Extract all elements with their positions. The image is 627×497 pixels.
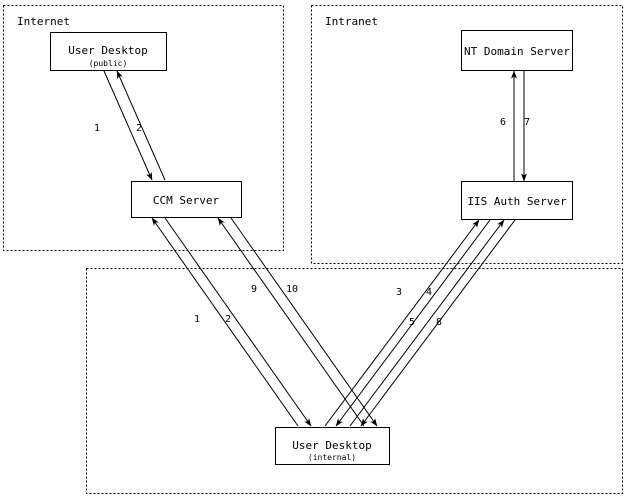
zone-intranet-label: Intranet <box>325 15 378 28</box>
flow-group-iis-internal-58 <box>349 219 516 427</box>
node-iis-auth-server[interactable]: IIS Auth Server <box>461 181 573 220</box>
flow-label-2-internal: 2 <box>225 314 231 325</box>
zone-internet-rect <box>3 5 284 251</box>
node-user-desktop-internal-subtitle: (internal) <box>308 453 356 462</box>
flow-label-7: 7 <box>524 117 530 128</box>
flow-label-10: 10 <box>286 284 298 295</box>
flow-line-1-internal <box>151 217 299 427</box>
flow-line-10 <box>230 217 378 427</box>
flow-label-2-public: 2 <box>136 123 142 134</box>
node-user-desktop-internal-title: User Desktop <box>292 439 371 452</box>
zone-internet-label: Internet <box>17 15 70 28</box>
flow-group-public-ccm <box>103 70 166 181</box>
flow-labels: 1 2 6 7 1 2 9 10 3 4 5 8 <box>94 117 530 328</box>
flow-line-4 <box>335 219 491 427</box>
node-nt-domain-server[interactable]: NT Domain Server <box>461 30 573 71</box>
flow-group-iis-nt <box>511 70 527 182</box>
node-ccm-server-title: CCM Server <box>153 194 220 207</box>
flow-group-iis-internal-34 <box>324 219 491 427</box>
flow-line-8 <box>360 219 516 427</box>
zone-internal <box>86 268 623 494</box>
node-user-desktop-public-title: User Desktop <box>68 44 147 57</box>
flow-label-6: 6 <box>500 117 506 128</box>
node-nt-domain-server-rect[interactable] <box>461 30 573 71</box>
flow-label-8: 8 <box>436 317 442 328</box>
flow-label-9: 9 <box>251 284 257 295</box>
node-ccm-server[interactable]: CCM Server <box>131 181 242 218</box>
flow-line-1-public <box>103 70 153 181</box>
flow-group-ccm-internal-910 <box>217 217 378 427</box>
flow-label-3: 3 <box>396 287 402 298</box>
flow-label-1-public: 1 <box>94 123 100 134</box>
zone-intranet: Intranet <box>311 5 623 264</box>
flow-group-ccm-internal-12 <box>151 217 312 427</box>
flow-line-3 <box>324 219 480 427</box>
node-iis-auth-server-rect[interactable] <box>461 181 573 220</box>
flow-label-5: 5 <box>409 317 415 328</box>
flow-line-2-internal <box>164 217 312 427</box>
node-iis-auth-server-title: IIS Auth Server <box>467 195 567 208</box>
node-user-desktop-internal[interactable]: User Desktop (internal) <box>275 427 390 465</box>
node-nt-domain-server-title: NT Domain Server <box>464 45 570 58</box>
flow-line-2-public <box>116 70 166 181</box>
zone-internet: Internet <box>3 5 284 251</box>
flow-label-1-internal: 1 <box>194 314 200 325</box>
node-user-desktop-public-rect[interactable] <box>50 32 167 71</box>
zone-internal-rect <box>86 268 623 494</box>
flow-line-9 <box>217 217 365 427</box>
node-user-desktop-public-subtitle: (public) <box>89 59 128 68</box>
flow-line-5 <box>349 219 505 427</box>
flow-label-4: 4 <box>426 287 432 298</box>
node-user-desktop-public[interactable]: User Desktop (public) <box>50 32 167 71</box>
node-user-desktop-internal-rect[interactable] <box>275 427 390 465</box>
node-ccm-server-rect[interactable] <box>131 181 242 218</box>
zone-intranet-rect <box>311 5 623 264</box>
